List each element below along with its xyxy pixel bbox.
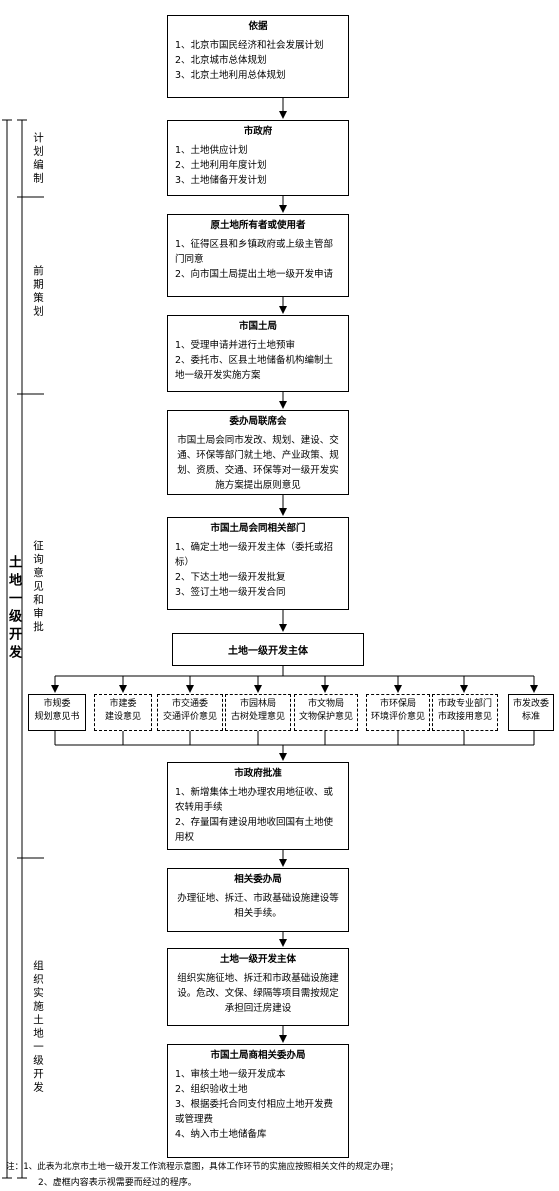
developer-box: 土地一级开发主体 组织实施征地、拆迁和市政基础设施建设。危改、文保、绿隔等项目需… bbox=[167, 948, 349, 1026]
bureau-title: 市国土局 bbox=[238, 321, 277, 332]
joint-meeting-box: 委办局联席会 市国土局会同市发改、规划、建设、交通、环保等部门就土地、产业政策、… bbox=[167, 410, 349, 495]
department-box: 市文物局 文物保护意见 bbox=[294, 694, 358, 731]
stage-plan-label: 计划编制 bbox=[32, 132, 44, 186]
department-opinion: 市政接用意见 bbox=[437, 712, 492, 722]
final-item: 3、根据委托合同支付相应土地开发费或管理费 bbox=[175, 1099, 334, 1125]
stage-implement-label: 组织实施土地一级开发 bbox=[32, 960, 44, 1095]
related-item: 1、确定土地一级开发主体（委托或招标） bbox=[175, 542, 334, 568]
basis-item: 3、北京土地利用总体规划 bbox=[175, 70, 286, 81]
bureau-item: 1、受理申请并进行土地预审 bbox=[175, 340, 296, 351]
final-box: 市国土局商相关委办局 1、审核土地一级开发成本 2、组织验收土地 3、根据委托合… bbox=[167, 1044, 349, 1158]
approval-box: 市政府批准 1、新增集体土地办理农用地征收、或农转用手续 2、存量国有建设用地收… bbox=[167, 762, 349, 850]
department-name: 市园林局 bbox=[239, 699, 276, 709]
department-box: 市交通委 交通评价意见 bbox=[157, 694, 223, 731]
basis-title: 依据 bbox=[248, 21, 268, 32]
department-opinion: 规划意见书 bbox=[34, 712, 80, 722]
developer-title: 土地一级开发主体 bbox=[219, 954, 296, 965]
related-item: 3、签订土地一级开发合同 bbox=[175, 587, 286, 598]
owner-item: 2、向市国土局提出土地一级开发申请 bbox=[175, 269, 334, 280]
agencies-box: 相关委办局 办理征地、拆迁、市政基础设施建设等相关手续。 bbox=[167, 868, 349, 932]
department-name: 市环保局 bbox=[379, 699, 416, 709]
department-box: 市发改委 标准 bbox=[508, 694, 554, 731]
joint-title: 委办局联席会 bbox=[229, 416, 287, 427]
department-box: 市园林局 古树处理意见 bbox=[225, 694, 291, 731]
related-item: 2、下达土地一级开发批复 bbox=[175, 572, 286, 583]
department-opinion: 标准 bbox=[521, 712, 540, 722]
final-item: 2、组织验收土地 bbox=[175, 1084, 248, 1095]
agencies-text: 办理征地、拆迁、市政基础设施建设等相关手续。 bbox=[177, 893, 339, 919]
department-opinion: 文物保护意见 bbox=[298, 712, 353, 722]
note-line-1: 注：1、此表为北京市土地一级开发工作流程示意图，具体工作环节的实施应按照相关文件… bbox=[6, 1162, 399, 1172]
department-opinion: 交通评价意见 bbox=[162, 712, 217, 722]
bureau-box: 市国土局 1、受理申请并进行土地预审 2、委托市、区县土地储备机构编制土地一级开… bbox=[167, 315, 349, 392]
related-box: 市国土局会同相关部门 1、确定土地一级开发主体（委托或招标） 2、下达土地一级开… bbox=[167, 517, 349, 610]
gov-box: 市政府 1、土地供应计划 2、土地利用年度计划 3、土地储备开发计划 bbox=[167, 120, 349, 196]
gov-item: 2、土地利用年度计划 bbox=[175, 160, 267, 171]
department-box: 市规委 规划意见书 bbox=[28, 694, 86, 731]
gov-title: 市政府 bbox=[243, 126, 273, 137]
owner-title: 原土地所有者或使用者 bbox=[210, 220, 306, 231]
department-name: 市发改委 bbox=[512, 699, 549, 709]
approval-item: 1、新增集体土地办理农用地征收、或农转用手续 bbox=[175, 787, 334, 813]
department-name: 市交通委 bbox=[171, 699, 208, 709]
department-box: 市政专业部门 市政接用意见 bbox=[432, 694, 498, 731]
owner-box: 原土地所有者或使用者 1、征得区县和乡镇政府或上级主管部门同意 2、向市国土局提… bbox=[167, 214, 349, 297]
developer-text: 组织实施征地、拆迁和市政基础设施建设。危改、文保、绿隔等项目需按规定承担回迁房建… bbox=[177, 973, 339, 1014]
department-box: 市建委 建设意见 bbox=[94, 694, 152, 731]
stage-consult-label: 征询意见和审批 bbox=[32, 540, 44, 635]
department-box: 市环保局 环境评价意见 bbox=[366, 694, 430, 731]
basis-item: 1、北京市国民经济和社会发展计划 bbox=[175, 40, 324, 51]
entity-box: 土地一级开发主体 bbox=[172, 633, 364, 666]
department-opinion: 建设意见 bbox=[104, 712, 141, 722]
owner-item: 1、征得区县和乡镇政府或上级主管部门同意 bbox=[175, 239, 334, 265]
final-item: 1、审核土地一级开发成本 bbox=[175, 1069, 286, 1080]
department-name: 市政专业部门 bbox=[437, 699, 492, 709]
department-name: 市建委 bbox=[109, 699, 137, 709]
department-opinion: 古树处理意见 bbox=[230, 712, 285, 722]
approval-item: 2、存量国有建设用地收回国有土地使用权 bbox=[175, 817, 334, 843]
joint-text: 市国土局会同市发改、规划、建设、交通、环保等部门就土地、产业政策、规划、资质、交… bbox=[177, 435, 339, 491]
agencies-title: 相关委办局 bbox=[234, 874, 282, 885]
department-opinion: 环境评价意见 bbox=[370, 712, 425, 722]
final-item: 4、纳入市土地储备库 bbox=[175, 1129, 267, 1140]
department-name: 市规委 bbox=[43, 699, 71, 709]
gov-item: 1、土地供应计划 bbox=[175, 145, 248, 156]
department-name: 市文物局 bbox=[307, 699, 344, 709]
related-title: 市国土局会同相关部门 bbox=[210, 523, 306, 534]
approval-title: 市政府批准 bbox=[234, 768, 282, 779]
note-line-2: 2、虚框内容表示视需要而经过的程序。 bbox=[38, 1178, 197, 1188]
final-title: 市国土局商相关委办局 bbox=[210, 1050, 306, 1061]
basis-box: 依据 1、北京市国民经济和社会发展计划 2、北京城市总体规划 3、北京土地利用总… bbox=[167, 15, 349, 98]
basis-item: 2、北京城市总体规划 bbox=[175, 55, 267, 66]
stage-overall-label: 土地一级开发 bbox=[6, 555, 21, 663]
gov-item: 3、土地储备开发计划 bbox=[175, 175, 267, 186]
bureau-item: 2、委托市、区县土地储备机构编制土地一级开发实施方案 bbox=[175, 355, 334, 381]
stage-prep-label: 前期策划 bbox=[32, 265, 44, 319]
